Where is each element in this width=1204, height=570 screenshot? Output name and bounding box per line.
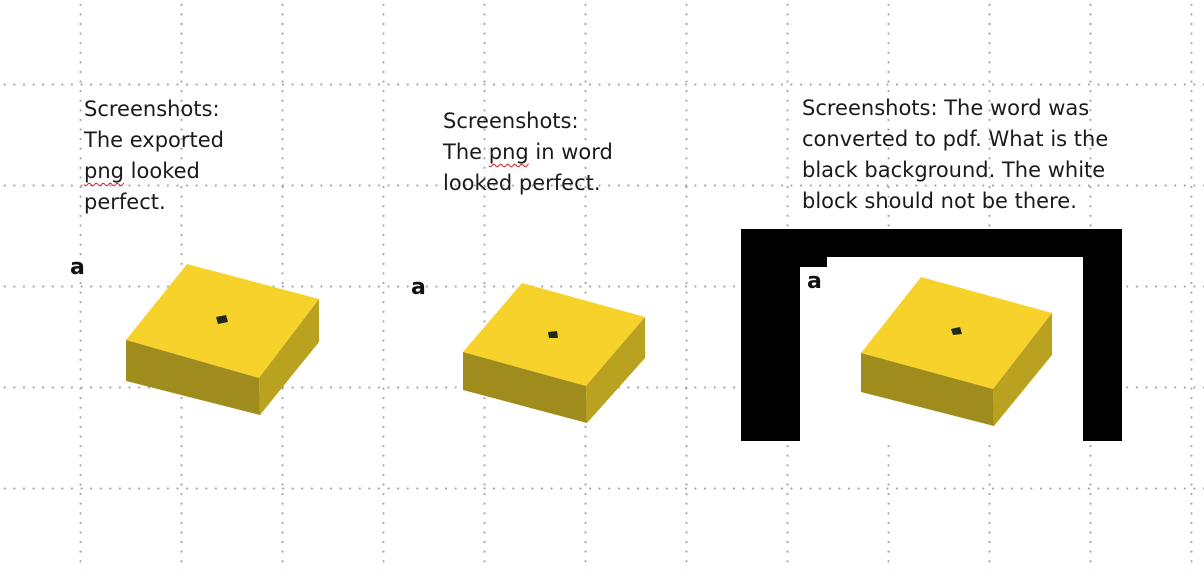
misspelled-word: png [84, 159, 124, 183]
block-front-face [861, 353, 994, 426]
note-line: The png in word [443, 137, 613, 168]
yellow-block-image [126, 264, 319, 415]
block-marker [216, 315, 228, 324]
note-line: Screenshots: The word was [802, 96, 1090, 120]
yellow-block-image [861, 277, 1052, 426]
note-line-rest: in word [528, 140, 613, 164]
figure-label: a [807, 269, 822, 294]
block-marker [951, 327, 962, 335]
note-exported-png: Screenshots: The exported png looked per… [84, 94, 224, 218]
figure-label: a [70, 255, 85, 280]
note-line: converted to pdf. What is the [802, 127, 1109, 151]
block-front-face [463, 352, 587, 423]
figure-exported-png[interactable]: a [60, 245, 340, 435]
note-line-start: The [443, 140, 489, 164]
block-side-face [586, 317, 645, 423]
note-line: Screenshots: [443, 109, 579, 133]
yellow-block-image [463, 283, 645, 423]
note-line: png looked [84, 156, 224, 187]
note-line: block should not be there. [802, 189, 1077, 213]
note-pdf-conversion: Screenshots: The word was converted to p… [802, 93, 1108, 217]
figure-label: a [411, 275, 426, 300]
figure-png-in-word[interactable]: a [400, 265, 660, 445]
note-line: perfect. [84, 190, 166, 214]
white-block-label-area [800, 267, 828, 299]
note-line: looked perfect. [443, 171, 601, 195]
note-line: The exported [84, 128, 225, 152]
white-block-lower [800, 299, 828, 441]
note-png-in-word: Screenshots: The png in word looked perf… [443, 106, 613, 199]
note-line: Screenshots: [84, 97, 220, 121]
note-line: black background. The white [802, 158, 1106, 182]
block-side-face [259, 299, 319, 415]
figure-pdf-conversion[interactable]: a [741, 229, 1122, 441]
note-line-rest: looked [123, 159, 200, 183]
block-side-face [993, 313, 1052, 426]
misspelled-word: png [488, 140, 529, 164]
block-marker [548, 331, 558, 338]
block-front-face [126, 340, 260, 415]
